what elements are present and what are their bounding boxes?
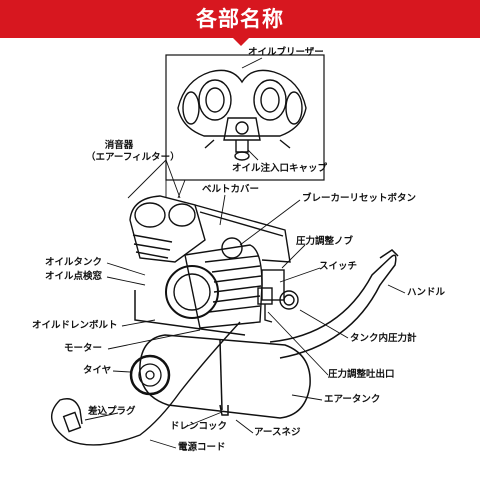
tire-drawing — [129, 354, 171, 396]
label-plug: 差込プラグ — [88, 406, 136, 417]
controls-drawing — [257, 269, 299, 323]
label-silencer-line1: 消音器 — [104, 140, 134, 151]
label-earth-screw: アースネジ — [254, 427, 301, 438]
label-switch: スイッチ — [319, 261, 358, 272]
page-title: 各部名称 — [196, 7, 284, 31]
label-air-tank: エアータンク — [324, 394, 381, 405]
label-handle: ハンドル — [407, 287, 446, 298]
label-oil-drain-bolt: オイルドレンボルト — [32, 320, 118, 331]
title-banner: 各部名称 — [0, 0, 480, 46]
motor-drawing — [165, 244, 263, 329]
air-tank-drawing — [139, 334, 311, 419]
pump-drawing — [129, 195, 291, 263]
label-oil-sight: オイル点検窓 — [45, 271, 103, 282]
label-oil-breather: オイルブリーザー — [248, 47, 324, 58]
label-breaker-reset: ブレーカーリセットボタン — [302, 193, 417, 204]
label-pressure-outlet: 圧力調整吐出口 — [328, 369, 395, 380]
handle-drawing — [269, 249, 399, 359]
label-silencer-line2: （エアーフィルター） — [86, 152, 180, 163]
pump-head-inset — [165, 54, 325, 181]
label-motor: モーター — [64, 343, 103, 354]
label-drain-cock: ドレンコック — [170, 421, 228, 432]
label-oil-tank: オイルタンク — [45, 257, 103, 268]
power-cord-drawing — [51, 321, 241, 446]
leader-lines — [84, 159, 406, 449]
title-banner-pointer — [233, 38, 249, 46]
label-tire: タイヤ — [83, 365, 112, 376]
label-silencer: 消音器 （エアーフィルター） — [86, 140, 180, 164]
label-tank-gauge: タンク内圧力計 — [350, 333, 417, 344]
label-pressure-knob: 圧力調整ノブ — [296, 236, 354, 247]
label-belt-cover: ベルトカバー — [202, 184, 260, 195]
label-oil-fill-cap: オイル注入口キャップ — [232, 163, 328, 174]
label-power-cord: 電源コード — [178, 442, 226, 453]
